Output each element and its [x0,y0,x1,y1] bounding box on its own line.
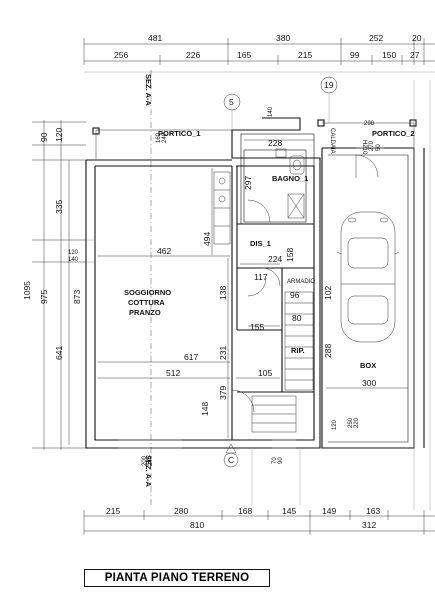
dim-win-bot-240: 240 [148,455,154,466]
openings [86,147,384,449]
dim-bot-163: 163 [366,506,380,516]
label-rip: RIP. [291,346,305,355]
dim-80: 80 [292,313,302,323]
label-portico-1: PORTICO_1 [158,129,201,138]
dim-bot-145: 145 [282,506,296,516]
top-dimension-lines: 481 380 252 20 256 226 165 215 99 150 27 [83,33,435,73]
bathroom-fixtures [275,148,305,219]
dim-288: 288 [323,344,333,358]
axis-5-label: 5 [229,97,234,107]
dim-left-door-140: 140 [68,257,79,263]
interior-dimension-texts: 228 297 462 494 224 158 138 117 96 80 10… [142,106,382,466]
dim-top-150: 150 [382,50,396,60]
dim-left-873: 873 [72,290,82,304]
dim-top-215: 215 [298,50,312,60]
dim-102: 102 [323,286,333,300]
dim-win-top-160: 160 [156,132,162,143]
left-dimension-lines: 1095 975 641 90 120 335 873 120 140 [22,120,86,450]
section-label-top: SEZ. A-A [144,74,153,106]
dim-top-226: 226 [186,50,200,60]
dim-left-641: 641 [54,346,64,360]
dim-win-bot-90: 90 [278,457,284,464]
dim-148: 148 [200,402,210,416]
dim-win-top-50: 50 [376,144,382,151]
dim-379: 379 [218,386,228,400]
dim-h210: H210 [361,140,367,155]
label-box: BOX [360,361,376,370]
dim-512: 512 [166,368,180,378]
dim-224: 224 [268,254,282,264]
staircase [284,291,314,391]
dim-bot-312: 312 [362,520,376,530]
dim-left-door-120: 120 [68,250,79,256]
right-edge-lines [251,80,431,510]
dim-bot-149: 149 [322,506,336,516]
label-living-3: PRANZO [129,308,161,317]
dim-top-481: 481 [148,33,162,43]
section-line-a-a: SEZ. A-A SEZ. A-A [144,70,153,505]
dim-win-top-270: 270 [369,140,375,151]
dim-top-165: 165 [237,50,251,60]
label-armadio: ARMADIO [287,279,315,285]
dim-494: 494 [202,232,212,246]
dim-top-27: 27 [410,50,420,60]
axis-markers: 5 19 [223,76,338,130]
section-label-bottom: SEZ. A-A [144,455,153,487]
label-living-2: COTTURA [128,298,165,307]
dim-228: 228 [268,138,282,148]
dim-win-bot-200: 200 [142,455,148,466]
dim-left-120: 120 [54,128,64,142]
bottom-dimension-lines: 215 280 168 145 149 163 810 312 [83,506,435,535]
dim-617: 617 [184,352,198,362]
entry-steps [251,395,297,433]
dim-win-bot-70: 70 [272,457,278,464]
label-living-1: SOGGIORNO [124,288,171,297]
dim-300: 300 [362,378,376,388]
dim-120-right: 120 [332,419,338,430]
interior-dimensions [98,139,408,438]
building-walls [85,117,425,449]
dim-297: 297 [243,176,253,190]
dim-left-975: 975 [39,290,49,304]
dim-462: 462 [157,246,171,256]
label-caldaia: CALDAIA [329,128,335,154]
dim-231: 231 [218,346,228,360]
label-dis: DIS_1 [250,239,271,248]
dim-top-99: 99 [350,50,360,60]
entrance-marker: C [223,443,239,468]
dim-bot-810: 810 [190,520,204,530]
dim-top-20: 20 [412,33,422,43]
dim-bot-280: 280 [174,506,188,516]
dim-105: 105 [258,368,272,378]
label-bagno: BAGNO_1 [272,174,308,183]
kitchen-counter [213,171,231,245]
dim-96: 96 [290,290,300,300]
drawing-title: PIANTA PIANO TERRENO [84,569,270,587]
dim-117: 117 [254,272,268,282]
dim-win-bot-220: 220 [354,417,360,428]
dim-155: 155 [250,322,264,332]
dim-bot-168: 168 [238,506,252,516]
dim-top-252: 252 [369,33,383,43]
dim-win-top-140: 140 [268,106,274,117]
dim-top-380: 380 [276,33,290,43]
axis-19-label: 19 [324,80,334,90]
room-labels: PORTICO_1 PORTICO_2 BAGNO_1 DIS_1 SOGGIO… [124,128,415,370]
dim-left-90: 90 [39,132,49,142]
dim-top-256: 256 [114,50,128,60]
dim-win-bot-250: 250 [348,417,354,428]
dim-left-335: 335 [54,200,64,214]
dim-win-top-240: 240 [162,132,168,143]
car-icon [336,211,400,343]
dim-298: 298 [364,121,375,127]
dim-158: 158 [285,248,295,262]
label-portico-2: PORTICO_2 [372,129,415,138]
dim-bot-215: 215 [106,506,120,516]
entrance-marker-label: C [228,455,234,465]
dim-138: 138 [218,286,228,300]
dim-left-1095: 1095 [22,281,32,300]
